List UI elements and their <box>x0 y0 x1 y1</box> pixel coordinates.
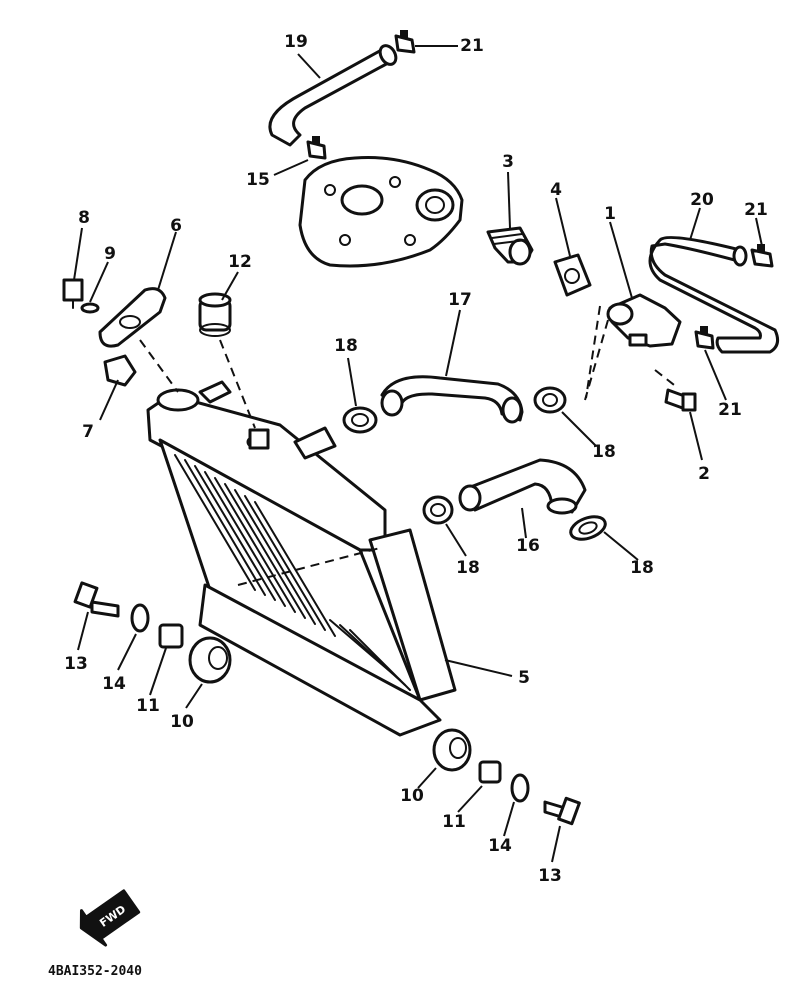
leader-lines <box>73 45 763 863</box>
callout-13b: 13 <box>538 866 562 886</box>
callout-12: 12 <box>228 252 252 272</box>
part-9-washer <box>80 302 100 314</box>
part-15-clamp <box>306 136 327 160</box>
part-8-bolt <box>62 278 84 309</box>
callout-10b: 10 <box>400 786 424 806</box>
callout-21a: 21 <box>460 36 484 56</box>
part-4-gasket <box>553 253 592 297</box>
callout-11b: 11 <box>442 812 466 832</box>
part-17-hose <box>380 375 524 424</box>
part-10-grommet-left <box>188 636 232 684</box>
forward-arrow-icon: FWD <box>79 889 141 947</box>
callout-3: 3 <box>502 152 514 172</box>
part-18-clamp-c <box>422 495 454 525</box>
part-11-collar-right <box>478 760 502 784</box>
part-3-thermostat <box>486 226 534 266</box>
callout-9: 9 <box>104 244 116 264</box>
part-18-clamp-b <box>533 386 567 414</box>
callout-14a: 14 <box>102 674 126 694</box>
part-12-plug <box>198 292 232 337</box>
part-21-clamp-top <box>394 30 416 54</box>
callout-2: 2 <box>698 464 710 484</box>
callout-18d: 18 <box>630 558 654 578</box>
callout-5: 5 <box>518 668 530 688</box>
callout-21c: 21 <box>718 400 742 420</box>
callout-4: 4 <box>550 180 562 200</box>
part-16-hose <box>458 458 587 515</box>
part-20-hose <box>648 236 780 354</box>
callout-13a: 13 <box>64 654 88 674</box>
part-10-grommet-right <box>432 728 472 772</box>
part-18-clamp-d <box>569 515 607 541</box>
part-13-bolt-right <box>543 796 581 826</box>
part-13-bolt-left <box>73 581 120 618</box>
callout-15: 15 <box>246 170 270 190</box>
part-19-hose <box>268 44 398 147</box>
callout-11a: 11 <box>136 696 160 716</box>
callout-18c: 18 <box>456 558 480 578</box>
part-5-radiator <box>146 380 457 737</box>
part-14-washer-left <box>130 603 150 633</box>
part-7-bracket <box>103 354 137 387</box>
part-2-bolt <box>664 388 697 412</box>
callout-1: 1 <box>604 204 616 224</box>
callout-10a: 10 <box>170 712 194 732</box>
callout-21b: 21 <box>744 200 768 220</box>
callout-7: 7 <box>82 422 94 442</box>
callout-18a: 18 <box>334 336 358 356</box>
drawing-code: 4BAI352-2040 <box>48 964 142 979</box>
callout-14b: 14 <box>488 836 512 856</box>
part-14-washer-right <box>510 773 530 803</box>
thermostat-cover <box>298 156 464 268</box>
callout-19: 19 <box>284 32 308 52</box>
part-21-clamp-right-lower <box>694 326 715 350</box>
part-1-housing <box>606 293 682 348</box>
part-18-clamp-a <box>342 406 378 434</box>
assembly-guides <box>139 305 679 586</box>
part-6-plate <box>98 287 167 348</box>
callout-16: 16 <box>516 536 540 556</box>
callout-17: 17 <box>448 290 472 310</box>
callout-18b: 18 <box>592 442 616 462</box>
callout-6: 6 <box>170 216 182 236</box>
callout-20: 20 <box>690 190 714 210</box>
part-21-clamp-right-upper <box>750 244 774 268</box>
callouts: 19 21 15 3 4 1 20 21 21 2 8 9 6 12 7 18 … <box>64 32 768 886</box>
callout-8: 8 <box>78 208 90 228</box>
part-11-collar-left <box>158 623 184 649</box>
